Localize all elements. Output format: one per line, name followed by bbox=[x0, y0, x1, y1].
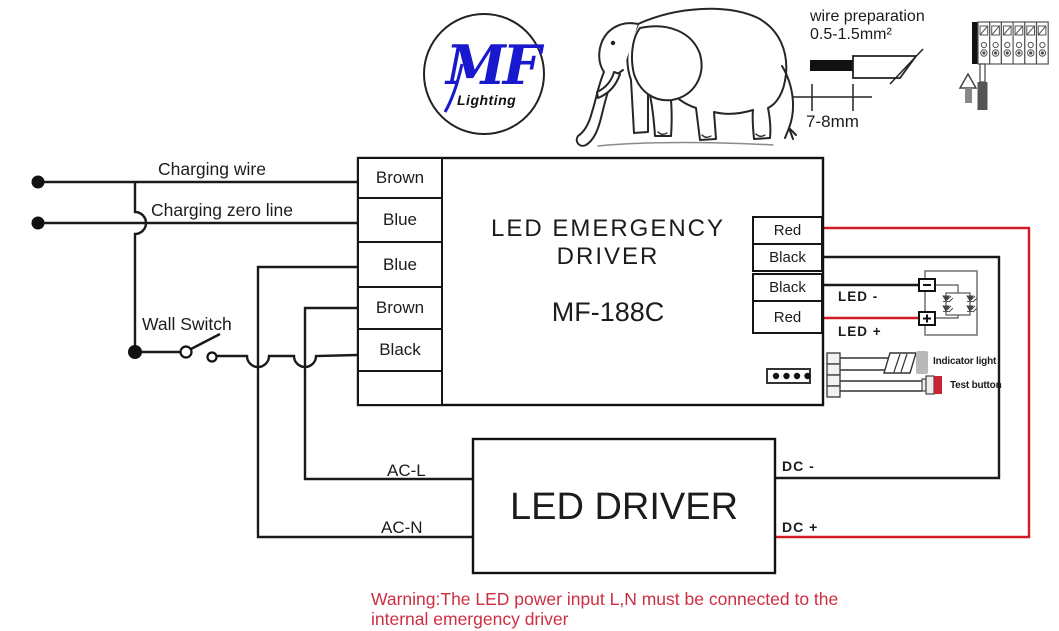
dc-plus-line bbox=[774, 226, 1031, 539]
indicator-light-label: Indicator light bbox=[933, 356, 997, 367]
left-terminal-black: Black bbox=[357, 328, 443, 372]
driver-connector bbox=[766, 368, 811, 384]
emergency-driver-title-line2: DRIVER bbox=[556, 243, 660, 270]
left-terminal-empty bbox=[357, 370, 443, 406]
ac-n-line bbox=[256, 265, 474, 539]
logo-subtext: Lighting bbox=[457, 92, 517, 108]
junctions bbox=[31, 175, 218, 363]
dc-minus-line bbox=[774, 255, 1001, 480]
charging-wire-dot bbox=[31, 175, 45, 189]
ac-l-label: AC-L bbox=[387, 461, 426, 480]
left-terminal-blue-1: Blue bbox=[357, 197, 443, 243]
led-driver-title: LED DRIVER bbox=[509, 486, 739, 528]
left-terminal-brown-2: Brown bbox=[357, 286, 443, 330]
black-wires bbox=[38, 180, 1001, 539]
switch-junction-dot bbox=[128, 345, 142, 359]
test-button-label: Test button bbox=[950, 380, 1002, 391]
switch-feed-line bbox=[133, 182, 148, 352]
switch-blade bbox=[190, 332, 221, 351]
insert-arrow-icon bbox=[958, 72, 978, 89]
right-terminal-black-1: Black bbox=[752, 243, 823, 272]
charging-wire-label: Charging wire bbox=[158, 159, 266, 179]
warning-text-line2: internal emergency driver bbox=[371, 609, 569, 629]
led-module bbox=[918, 270, 978, 336]
indicator-test-assembly bbox=[826, 351, 942, 398]
warning-text-line1: Warning:The LED power input L,N must be … bbox=[371, 589, 839, 609]
switch-pole-right bbox=[206, 351, 218, 363]
left-terminal-blue-2: Blue bbox=[357, 241, 443, 288]
led-plus-label: LED + bbox=[838, 324, 882, 339]
left-terminal-brown-1: Brown bbox=[357, 157, 443, 199]
switch-pole-left bbox=[179, 345, 193, 359]
dc-plus-label: DC + bbox=[782, 519, 819, 535]
emergency-driver-title-line1: LED EMERGENCY bbox=[490, 215, 726, 242]
wire-prep-title: wire preparation bbox=[810, 8, 925, 25]
wall-switch-label: Wall Switch bbox=[142, 314, 232, 334]
dc-minus-label: DC - bbox=[782, 458, 815, 474]
emergency-driver-model: MF-188C bbox=[551, 297, 665, 327]
charging-zero-line-label: Charging zero line bbox=[151, 200, 294, 220]
indicator-lamp-icon bbox=[883, 352, 917, 374]
switch-to-black-terminal bbox=[217, 353, 358, 369]
ac-n-label: AC-N bbox=[381, 518, 423, 537]
right-terminal-red-2: Red bbox=[752, 300, 823, 334]
wire-prep-strip-length: 7-8mm bbox=[806, 112, 859, 131]
elephant-illustration bbox=[575, 7, 797, 147]
led-driver-box bbox=[471, 437, 777, 575]
charging-zero-dot bbox=[31, 216, 45, 230]
terminal-block-illustration bbox=[958, 21, 1049, 110]
wire-prep-illustration bbox=[793, 48, 924, 111]
wire-prep-range: 0.5-1.5mm² bbox=[810, 26, 892, 43]
test-button-icon bbox=[921, 375, 942, 395]
red-wires bbox=[774, 226, 1031, 539]
mf-lighting-logo bbox=[423, 13, 545, 135]
logo-text: MF bbox=[446, 33, 541, 97]
ac-l-line bbox=[303, 306, 474, 481]
led-minus-label: LED - bbox=[838, 289, 879, 304]
